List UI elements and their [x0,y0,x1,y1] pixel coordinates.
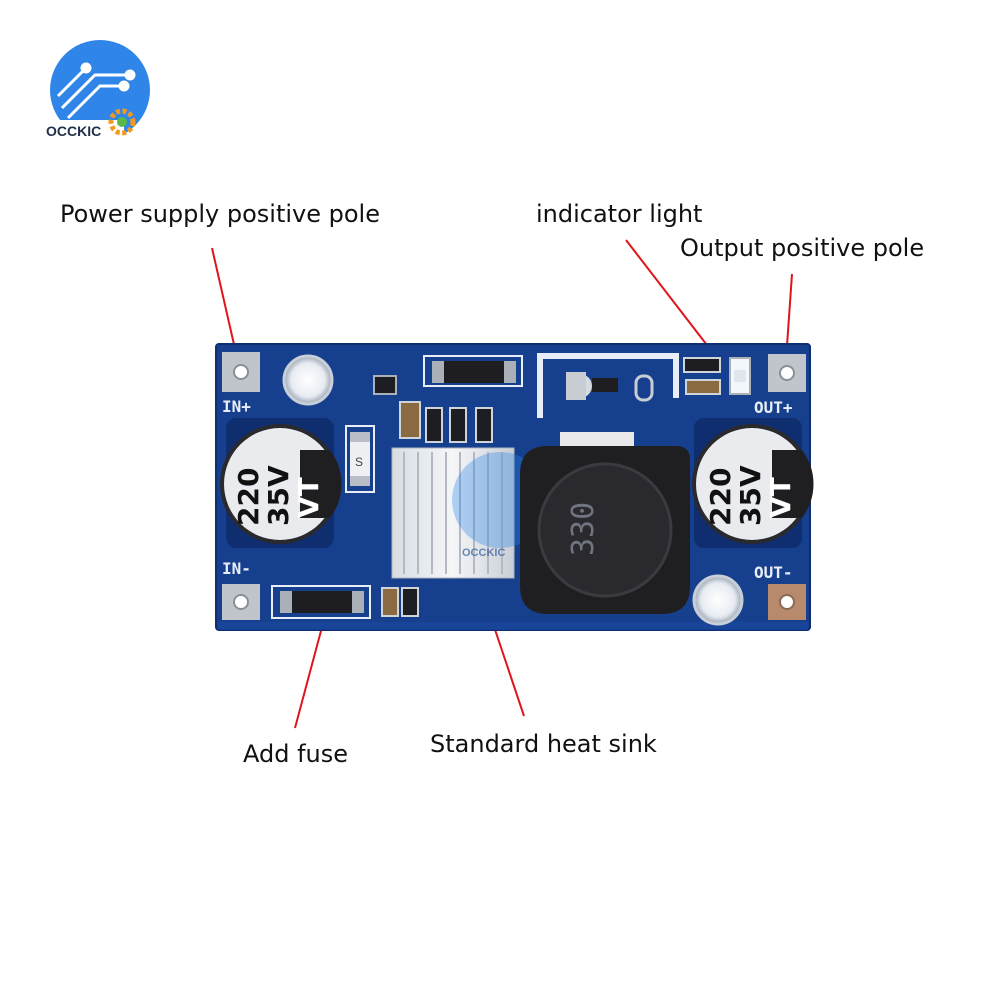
watermark-brand-text: OCCKIC [462,547,505,559]
label-power-positive: Power supply positive pole [60,200,380,228]
pad-in-plus [222,352,260,392]
capacitor-right-value: 220 [704,468,737,526]
pcb-board: IN+ IN- OUT+ OUT- [215,343,814,631]
circuit-trace-icon [56,62,136,120]
label-output-positive: Output positive pole [680,234,925,262]
capacitor-left: 220 35V VT [220,418,342,548]
pad-in-minus [222,584,260,620]
pad-out-minus [768,584,806,620]
capacitor-left-series: VT [292,477,325,518]
inductor-marking: 330 [566,502,601,556]
diode-bottom [271,585,371,619]
label-indicator-light: indicator light [536,200,703,228]
fuse: S [345,425,375,493]
logo-circle [50,40,150,140]
mounting-hole [692,574,744,626]
capacitor-right-voltage: 35V [734,465,767,526]
logo-brand-text: OCCKIC [46,123,101,139]
mounting-hole [282,354,334,406]
label-in-minus: IN- [222,559,251,578]
arrow-indicator-light [625,239,721,364]
label-heat-sink: Standard heat sink [430,730,657,758]
capacitor-left-voltage: 35V [262,465,295,526]
label-add-fuse: Add fuse [243,740,349,768]
capacitor-right-series: VT [764,477,797,518]
capacitor-left-value: 220 [232,468,265,526]
label-out-minus: OUT- [754,563,793,582]
smd-components [373,357,721,617]
capacitor-right: 220 35V VT [692,418,814,548]
label-out-plus: OUT+ [754,398,793,417]
pad-out-plus [768,354,806,392]
label-in-plus: IN+ [222,397,251,416]
gear-icon [108,108,136,136]
diode-top [423,355,523,387]
brand-logo: OCCKIC [44,40,150,140]
ic-outline [537,353,679,418]
fuse-marking: S [355,455,363,469]
power-inductor: 330 [520,432,690,614]
indicator-led [729,357,751,395]
